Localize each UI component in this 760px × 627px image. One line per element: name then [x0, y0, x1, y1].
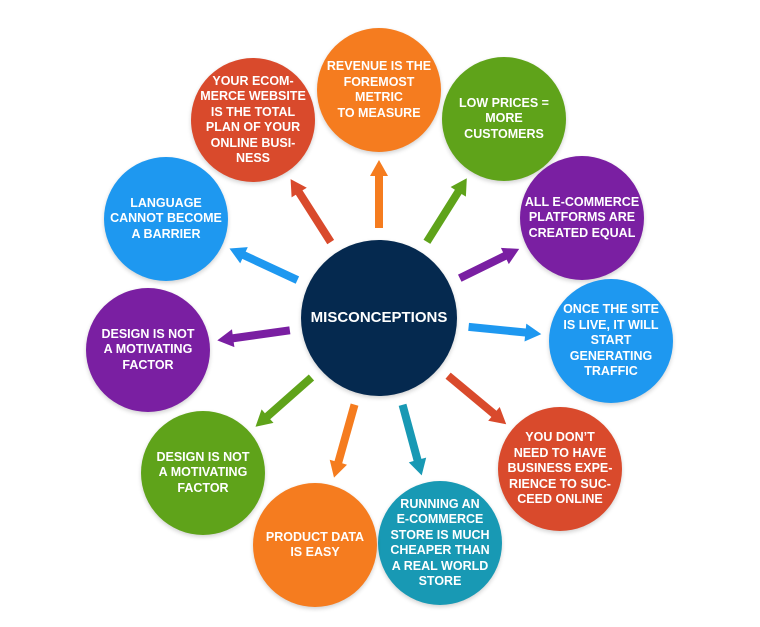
bubble-label: REVENUE IS THE FOREMOST METRIC TO MEASUR…: [326, 59, 432, 120]
bubble-label: ONCE THE SITE IS LIVE, IT WILL START GEN…: [563, 302, 659, 379]
bubble-label: DESIGN IS NOT A MOTIVATING FACTOR: [101, 326, 195, 372]
bubble-language-barrier: LANGUAGE CANNOT BECOME A BARRIER: [104, 157, 228, 281]
bubble-business-experience: YOU DON’T NEED TO HAVE BUSINESS EXPE- RI…: [498, 407, 622, 531]
bubble-cheaper-store: RUNNING AN E-COMMERCE STORE IS MUCH CHEA…: [378, 481, 502, 605]
bubble-platforms-equal: ALL E-COMMERCE PLATFORMS ARE CREATED EQU…: [520, 156, 644, 280]
arrow-icon: [445, 372, 507, 425]
arrow-icon: [217, 326, 291, 348]
bubble-label: LANGUAGE CANNOT BECOME A BARRIER: [110, 195, 222, 241]
bubble-product-data: PRODUCT DATA IS EASY: [253, 483, 377, 607]
arrow-icon: [255, 374, 315, 427]
bubble-site-live-traffic: ONCE THE SITE IS LIVE, IT WILL START GEN…: [549, 279, 673, 403]
bubble-label: PRODUCT DATA IS EASY: [265, 529, 365, 560]
arrow-icon: [290, 179, 335, 245]
arrow-icon: [423, 178, 467, 244]
bubble-total-plan: YOUR ECOM- MERCE WEBSITE IS THE TOTAL PL…: [191, 58, 315, 182]
bubble-design-green: DESIGN IS NOT A MOTIVATING FACTOR: [141, 411, 265, 535]
arrow-icon: [370, 160, 388, 228]
bubble-label: LOW PRICES = MORE CUSTOMERS: [459, 95, 549, 141]
arrow-icon: [468, 322, 542, 342]
center-label: MISCONCEPTIONS: [310, 309, 448, 326]
arrow-icon: [229, 247, 300, 284]
bubble-design-purple: DESIGN IS NOT A MOTIVATING FACTOR: [86, 288, 210, 412]
arrow-icon: [329, 403, 359, 478]
bubble-label: DESIGN IS NOT A MOTIVATING FACTOR: [156, 449, 250, 495]
center-bubble: MISCONCEPTIONS: [301, 240, 457, 396]
arrow-icon: [398, 403, 427, 476]
bubble-label: YOU DON’T NEED TO HAVE BUSINESS EXPE- RI…: [507, 430, 613, 507]
bubble-label: RUNNING AN E-COMMERCE STORE IS MUCH CHEA…: [390, 496, 490, 589]
bubble-low-prices: LOW PRICES = MORE CUSTOMERS: [442, 57, 566, 181]
arrow-icon: [458, 247, 520, 282]
bubble-label: YOUR ECOM- MERCE WEBSITE IS THE TOTAL PL…: [200, 73, 306, 166]
bubble-label: ALL E-COMMERCE PLATFORMS ARE CREATED EQU…: [524, 194, 640, 240]
bubble-revenue-metric: REVENUE IS THE FOREMOST METRIC TO MEASUR…: [317, 28, 441, 152]
